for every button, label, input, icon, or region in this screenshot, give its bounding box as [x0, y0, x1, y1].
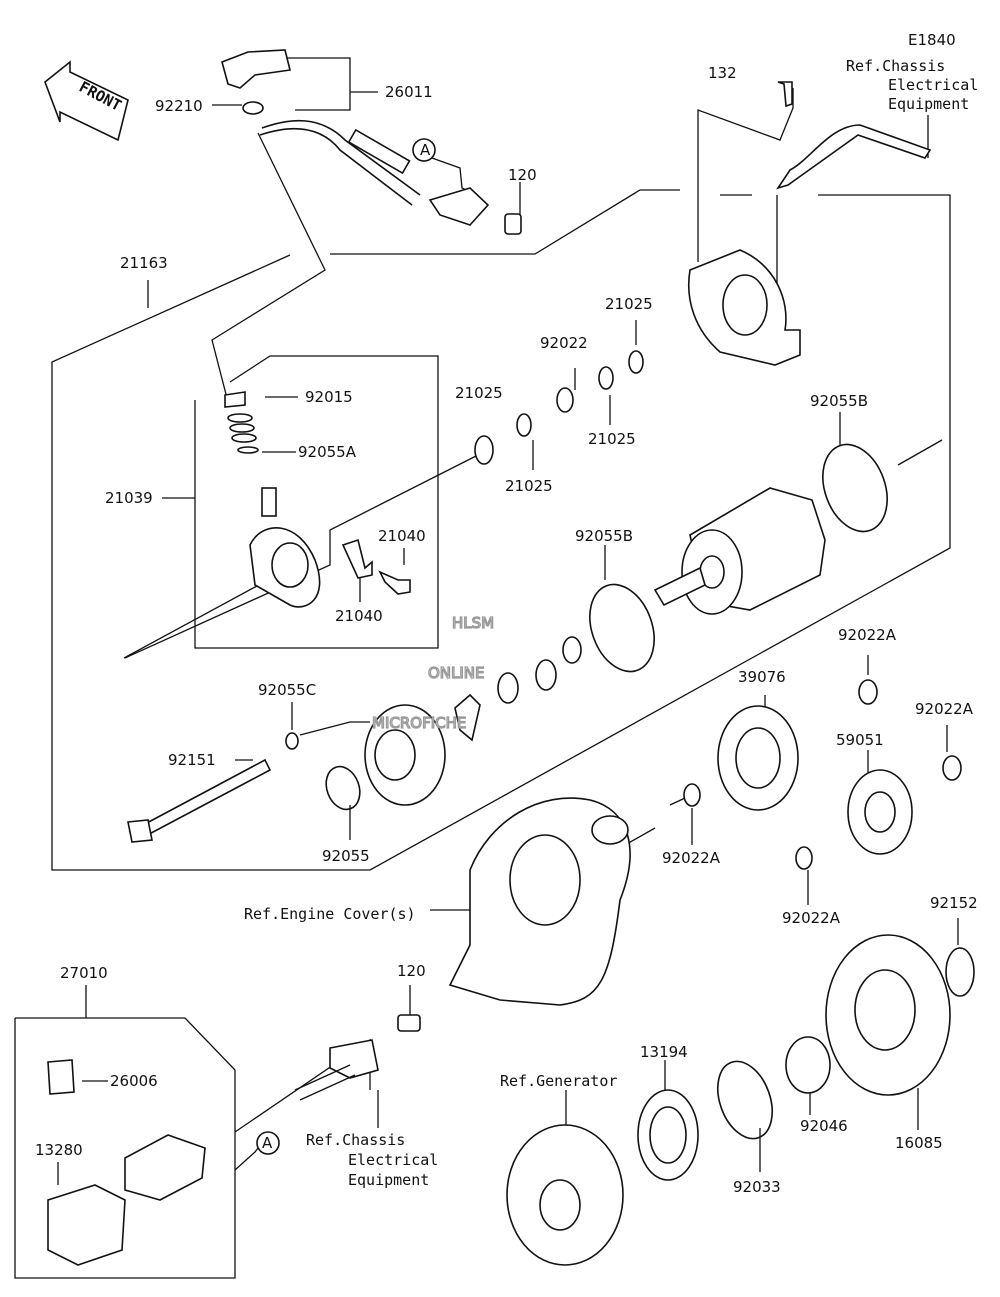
label-21163: 21163: [120, 254, 168, 272]
starter-assembly-outline: [51, 189, 951, 871]
label-21039: 21039: [105, 489, 153, 507]
label-92022a-a: 92022A: [838, 626, 897, 644]
starter-motor-drawing: [653, 487, 826, 615]
ref-generator: Ref.Generator: [500, 1072, 617, 1090]
starter-cable-drawing: [221, 49, 522, 235]
label-92022a-c: 92022A: [662, 849, 721, 867]
watermark: HLSM ONLINE MICROFICHE: [371, 613, 494, 732]
ref-chassis-bottom-2: Electrical: [348, 1151, 438, 1169]
label-27010: 27010: [60, 964, 108, 982]
relay-outline: [14, 985, 236, 1279]
front-arrow-icon: [44, 60, 129, 142]
label-21025-d: 21025: [505, 477, 553, 495]
label-120-top: 120: [508, 166, 537, 184]
callout-a-top: [412, 138, 436, 162]
label-26011: 26011: [385, 83, 433, 101]
o-rings-drawing: [285, 443, 888, 1140]
label-21025-a: 21025: [605, 295, 653, 313]
label-92055c: 92055C: [258, 681, 316, 699]
relay-and-fuse-drawing: [47, 1014, 421, 1266]
label-39076: 39076: [738, 668, 786, 686]
labels: E1840 FRONT 132 Ref.Chassis Electrical E…: [35, 31, 978, 1196]
label-13194: 13194: [640, 1043, 688, 1061]
gears-drawing: [717, 705, 951, 1096]
brush-holder-outline: [162, 355, 439, 649]
label-13280: 13280: [35, 1141, 83, 1159]
label-92151: 92151: [168, 751, 216, 769]
label-92055: 92055: [322, 847, 370, 865]
label-120-bottom: 120: [397, 962, 426, 980]
label-21040-b: 21040: [335, 607, 383, 625]
ref-chassis-top-2: Electrical: [888, 76, 978, 94]
leader-lines: [57, 57, 959, 1185]
callout-a-top-label: A: [420, 141, 431, 159]
brush-holder-drawing: [224, 391, 321, 608]
label-92055b-a: 92055B: [810, 392, 868, 410]
label-59051: 59051: [836, 731, 884, 749]
ref-chassis-top-1: Ref.Chassis: [846, 57, 945, 75]
watermark-line-1: HLSM: [452, 614, 494, 632]
rear-cover-drawing: [688, 81, 932, 366]
engine-cover-drawing: [448, 797, 631, 1006]
label-21025-b: 21025: [455, 384, 503, 402]
label-132: 132: [708, 64, 737, 82]
front-cover-drawing: [127, 693, 481, 843]
label-92152: 92152: [930, 894, 978, 912]
label-21025-c: 21025: [588, 430, 636, 448]
label-92055a: 92055A: [298, 443, 357, 461]
label-92046: 92046: [800, 1117, 848, 1135]
callout-a-bottom: [256, 1131, 280, 1155]
generator-drawing: [506, 1089, 699, 1266]
diagram-code: E1840: [908, 31, 956, 49]
watermark-line-2: ONLINE: [428, 664, 485, 682]
label-16085: 16085: [895, 1134, 943, 1152]
label-92015: 92015: [305, 388, 353, 406]
label-21040-a: 21040: [378, 527, 426, 545]
watermark-line-3: MICROFICHE: [372, 714, 466, 732]
ref-chassis-bottom-3: Equipment: [348, 1171, 429, 1189]
label-26006: 26006: [110, 1072, 158, 1090]
ref-engine-cover: Ref.Engine Cover(s): [244, 905, 416, 923]
label-92210: 92210: [155, 97, 203, 115]
callout-a-bottom-label: A: [262, 1134, 273, 1152]
label-92033: 92033: [733, 1178, 781, 1196]
label-92022a-d: 92022A: [782, 909, 841, 927]
washers-drawing: [474, 350, 975, 997]
brush-springs-drawing: [341, 538, 411, 595]
label-92022: 92022: [540, 334, 588, 352]
ref-chassis-bottom-1: Ref.Chassis: [306, 1131, 405, 1149]
label-92022a-b: 92022A: [915, 700, 974, 718]
ref-chassis-top-3: Equipment: [888, 95, 969, 113]
label-92055b-b: 92055B: [575, 527, 633, 545]
